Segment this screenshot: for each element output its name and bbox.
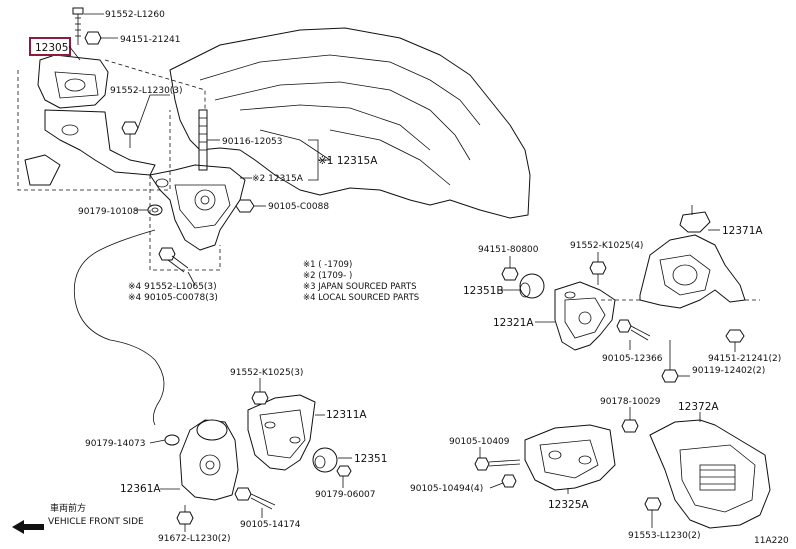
callout-90119-12402-2: 90119-12402(2) [692, 366, 765, 376]
callout-12325A: 12325A [548, 499, 589, 511]
callout-90105-10494-4: 90105-10494(4) [410, 484, 483, 494]
callout-90105-C0088: 90105-C0088 [268, 202, 329, 212]
figure-code: 11A220 [754, 536, 789, 546]
callout-12371A: 12371A [722, 225, 763, 237]
callout-91552-L1065-3: ※4 91552-L1065(3) [128, 282, 217, 292]
callout-91552-L1230-3: 91552-L1230(3) [110, 86, 183, 96]
direction-label-jp: 車両前方 [50, 502, 86, 514]
note-3: ※3 JAPAN SOURCED PARTS [303, 282, 416, 292]
wire-harness-line [73, 229, 165, 426]
callout-91552-L1260: 91552-L1260 [105, 10, 165, 20]
note-4: ※4 LOCAL SOURCED PARTS [303, 293, 419, 303]
callout-labels: 91552-L1260 94151-21241 91552-L1230(3) 9… [78, 10, 781, 544]
callout-91552-K1025-4: 91552-K1025(4) [570, 241, 643, 251]
callout-12311A: 12311A [326, 409, 367, 421]
callout-12351B: 12351B [463, 285, 504, 297]
part-label-12305[interactable]: 12305 [35, 42, 68, 54]
callout-90105-C0078-3: ※4 90105-C0078(3) [128, 293, 218, 303]
notes-legend: ※1 ( -1709) ※2 (1709- ) ※3 JAPAN SOURCED… [303, 260, 419, 303]
callout-12315A-1: ※1 12315A [318, 155, 378, 167]
callout-12361A: 12361A [120, 483, 161, 495]
mount-12371A-group [600, 205, 760, 383]
callout-91672-L1230-2: 91672-L1230(2) [158, 534, 231, 544]
vehicle-front-indicator: 車両前方 VEHICLE FRONT SIDE [12, 502, 144, 534]
callout-90116-12053: 90116-12053 [222, 137, 283, 147]
callout-90179-10108: 90179-10108 [78, 207, 139, 217]
callout-91553-L1230-2: 91553-L1230(2) [628, 531, 701, 541]
callout-90105-14174: 90105-14174 [240, 520, 301, 530]
callout-94151-21241: 94151-21241 [120, 35, 181, 45]
leader-lines [68, 13, 736, 532]
callout-90179-14073: 90179-14073 [85, 439, 146, 449]
bracket-12311A-group [247, 391, 352, 477]
callout-12315A-2: ※2 12315A [252, 174, 304, 184]
callout-12351: 12351 [354, 453, 387, 465]
callout-90178-10029: 90178-10029 [600, 397, 661, 407]
highlight-box-12305[interactable] [29, 37, 71, 56]
callout-90179-06007: 90179-06007 [315, 490, 376, 500]
bracket-12305-group [17, 7, 206, 191]
mount-12361A-group [164, 419, 276, 525]
callout-90105-12366: 90105-12366 [602, 354, 663, 364]
callout-94151-21241-2: 94151-21241(2) [708, 354, 781, 364]
mount-12315A-group [147, 109, 255, 273]
callout-90105-10409: 90105-10409 [449, 437, 510, 447]
note-2: ※2 (1709- ) [303, 271, 352, 281]
callout-94151-80800: 94151-80800 [478, 245, 539, 255]
callout-91552-K1025-3: 91552-K1025(3) [230, 368, 303, 378]
note-1: ※1 ( -1709) [303, 260, 352, 270]
bracket-12321A-group [501, 261, 651, 351]
callout-12321A: 12321A [493, 317, 534, 329]
mount-12372A-group [644, 419, 771, 529]
front-arrow-icon [12, 520, 44, 534]
engine-outline [169, 27, 531, 219]
callout-12372A: 12372A [678, 401, 719, 413]
bracket-12325A-group [474, 419, 639, 491]
direction-label-en: VEHICLE FRONT SIDE [48, 517, 144, 527]
